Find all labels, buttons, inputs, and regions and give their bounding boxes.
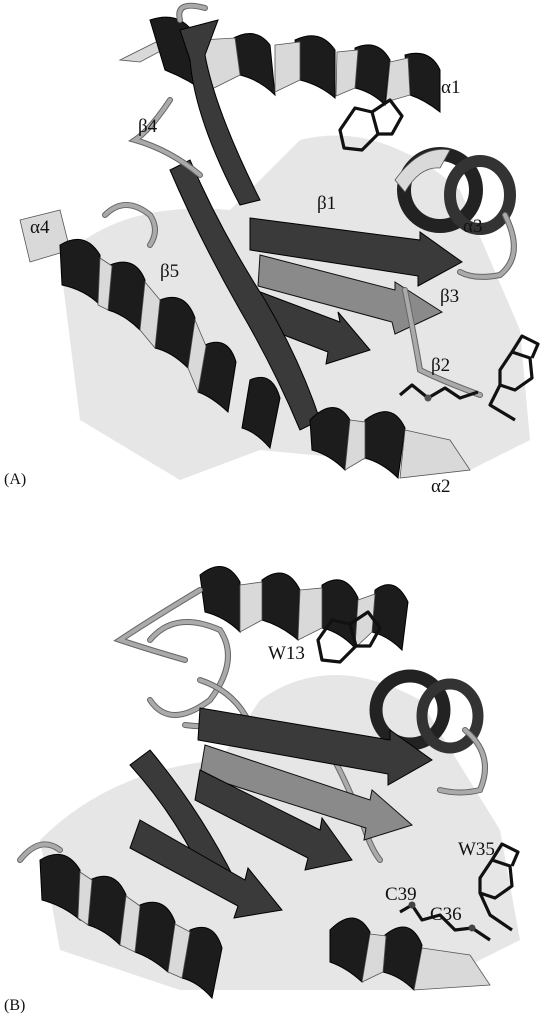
panel-b-label: (B) [4, 997, 25, 1014]
label-c39: C39 [385, 884, 417, 905]
label-w13: W13 [268, 643, 305, 664]
label-alpha2: α2 [431, 476, 450, 497]
label-w35: W35 [458, 839, 495, 860]
panel-a-label: (A) [4, 471, 26, 488]
panel-b-structure: W13 W35 C39 C36 (B) [4, 566, 520, 1014]
label-c36: C36 [430, 904, 462, 925]
label-beta5: β5 [160, 261, 179, 282]
label-beta1: β1 [317, 193, 336, 214]
label-alpha1: α1 [441, 77, 460, 98]
label-beta3: β3 [440, 286, 459, 307]
label-beta4: β4 [138, 116, 158, 137]
label-beta2: β2 [431, 355, 450, 376]
label-alpha4: α4 [30, 217, 50, 238]
helix-top-b [200, 566, 408, 650]
label-alpha3: α3 [463, 216, 482, 237]
panel-a-structure: α1 β4 β1 α3 α4 β5 β3 β2 α2 (A) [4, 6, 538, 497]
